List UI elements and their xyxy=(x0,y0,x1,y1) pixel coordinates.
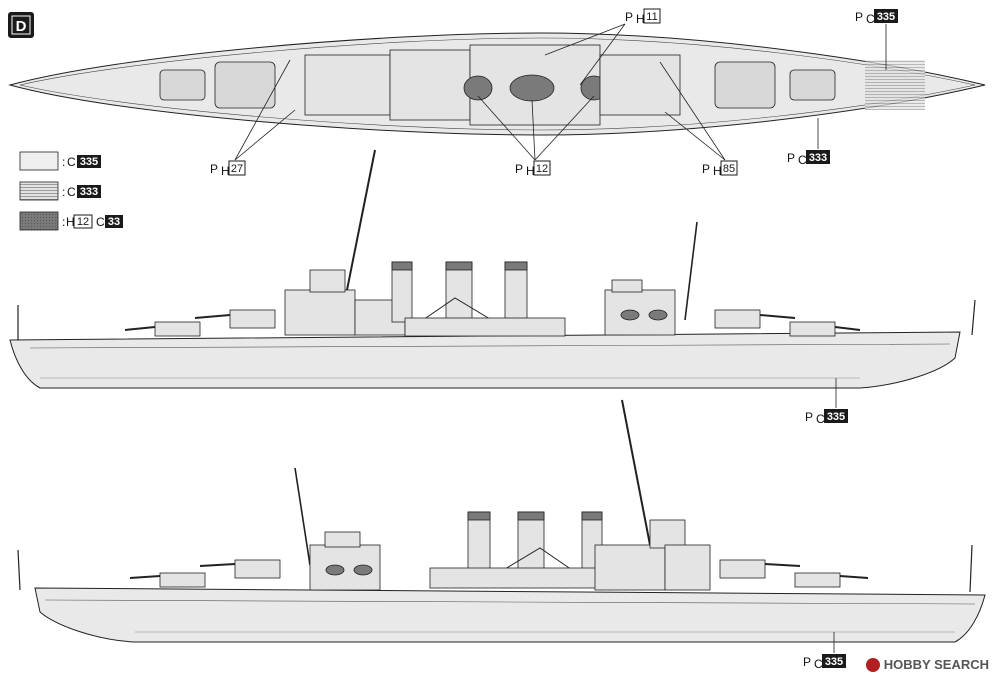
callout-ph27: P H 27 xyxy=(210,59,296,178)
svg-text:P: P xyxy=(702,162,710,176)
svg-text:C: C xyxy=(866,12,875,26)
svg-text:P: P xyxy=(855,10,863,24)
svg-text:H: H xyxy=(526,164,535,178)
callout-pc335-top: P C 335 xyxy=(855,9,898,70)
svg-text:P: P xyxy=(803,655,811,669)
svg-text:C: C xyxy=(814,657,823,671)
watermark-text: HOBBY SEARCH xyxy=(883,657,989,672)
svg-text:C: C xyxy=(816,412,825,426)
svg-text:335: 335 xyxy=(80,156,98,168)
top-view-ship xyxy=(8,32,986,136)
callout-pc335-side1: P C 335 xyxy=(805,378,848,426)
svg-text:C: C xyxy=(67,185,76,199)
svg-text:P: P xyxy=(515,162,523,176)
svg-text:85: 85 xyxy=(723,163,735,175)
legend-item-light: : C 335 xyxy=(19,151,101,171)
svg-text:33: 33 xyxy=(108,216,120,228)
legend-item-dark: : H 12 C 33 xyxy=(19,211,123,231)
svg-text:H: H xyxy=(713,164,722,178)
svg-text:11: 11 xyxy=(646,11,657,23)
svg-text:H: H xyxy=(221,164,230,178)
watermark: HOBBY SEARCH xyxy=(865,657,989,672)
svg-text:333: 333 xyxy=(809,152,827,164)
svg-text:335: 335 xyxy=(827,411,845,423)
svg-text:P: P xyxy=(805,410,813,424)
legend-item-striped: : C 333 xyxy=(19,181,101,201)
svg-text:P: P xyxy=(787,151,795,165)
svg-text:12: 12 xyxy=(77,216,89,228)
svg-text:D: D xyxy=(16,18,27,35)
svg-text:12: 12 xyxy=(536,163,548,175)
callout-pc335-side2: P C 335 xyxy=(803,632,846,671)
svg-text:H: H xyxy=(66,215,75,229)
svg-text:P: P xyxy=(625,10,633,24)
svg-text:C: C xyxy=(96,215,105,229)
svg-text::: : xyxy=(62,185,65,199)
callout-ph85: P H 85 xyxy=(659,61,738,178)
svg-text::: : xyxy=(62,215,65,229)
svg-text:P: P xyxy=(210,162,218,176)
side-view-1-ship xyxy=(9,149,976,389)
side-view-2-ship xyxy=(17,399,986,643)
svg-text:27: 27 xyxy=(231,163,243,175)
step-label: D xyxy=(8,12,34,38)
svg-text:333: 333 xyxy=(80,186,98,198)
gear-logo-icon xyxy=(865,657,880,672)
callout-ph11: P H 11 xyxy=(544,8,661,86)
svg-text:H: H xyxy=(636,12,645,26)
svg-text::: : xyxy=(62,155,65,169)
svg-text:C: C xyxy=(798,153,807,167)
callout-ph12: P H 12 xyxy=(477,95,595,178)
svg-text:C: C xyxy=(67,155,76,169)
callout-pc333: P C 333 xyxy=(787,118,830,167)
svg-text:335: 335 xyxy=(825,656,843,668)
legend: : C 335 : C 333 : H 12 C 33 xyxy=(19,151,123,231)
svg-text:335: 335 xyxy=(877,11,895,23)
